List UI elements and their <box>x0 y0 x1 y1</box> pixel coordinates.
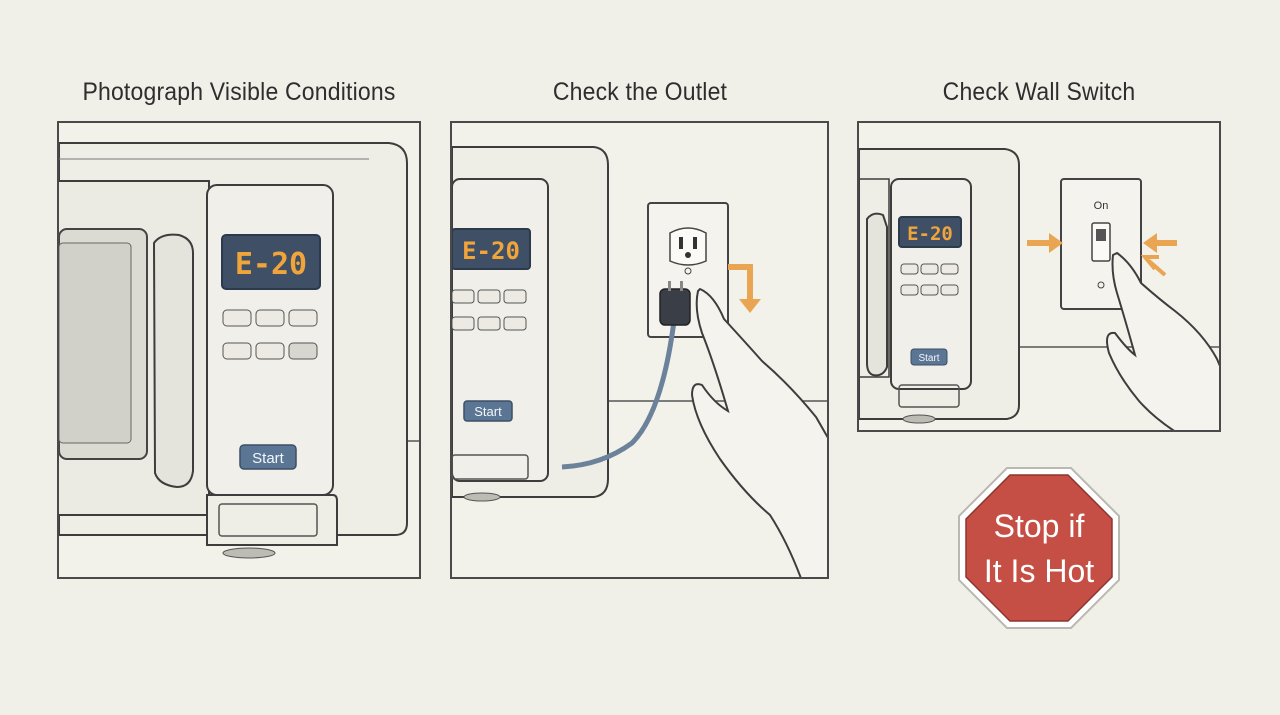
start-button-label: Start <box>918 353 939 364</box>
panel-photograph: E-20 Start <box>57 121 421 579</box>
panel-outlet: E-20 Start <box>450 121 829 579</box>
arrow-icon <box>728 264 753 299</box>
display-screen <box>221 234 321 290</box>
stop-sign-fill <box>965 474 1113 622</box>
microwave-icon: E-20 Start <box>859 148 1020 424</box>
stop-sign-icon: Stop if It Is Hot <box>958 467 1120 629</box>
start-button <box>910 348 948 366</box>
step-2-title: Check the Outlet <box>552 78 728 106</box>
display-code: E-20 <box>907 223 953 245</box>
warning-line-1: Stop if <box>994 508 1085 544</box>
hand-icon <box>690 287 827 577</box>
start-button <box>463 400 513 422</box>
microwave-icon: E-20 Start <box>59 142 419 559</box>
hand-icon <box>1106 251 1219 430</box>
warning-line-2: It Is Hot <box>984 553 1094 589</box>
switch-on-label: On <box>1094 200 1109 212</box>
power-cord <box>561 320 677 470</box>
start-button <box>239 444 297 470</box>
start-button-label: Start <box>252 450 285 467</box>
step-3-title: Check Wall Switch <box>942 78 1136 106</box>
display-code: E-20 <box>235 247 307 282</box>
panel-wall-switch: E-20 Start On <box>857 121 1221 432</box>
microwave-icon: E-20 Start <box>452 146 609 502</box>
start-button-label: Start <box>474 404 502 419</box>
display-code: E-20 <box>462 237 520 265</box>
plug-icon <box>659 281 691 326</box>
step-1-title: Photograph Visible Conditions <box>82 78 396 106</box>
